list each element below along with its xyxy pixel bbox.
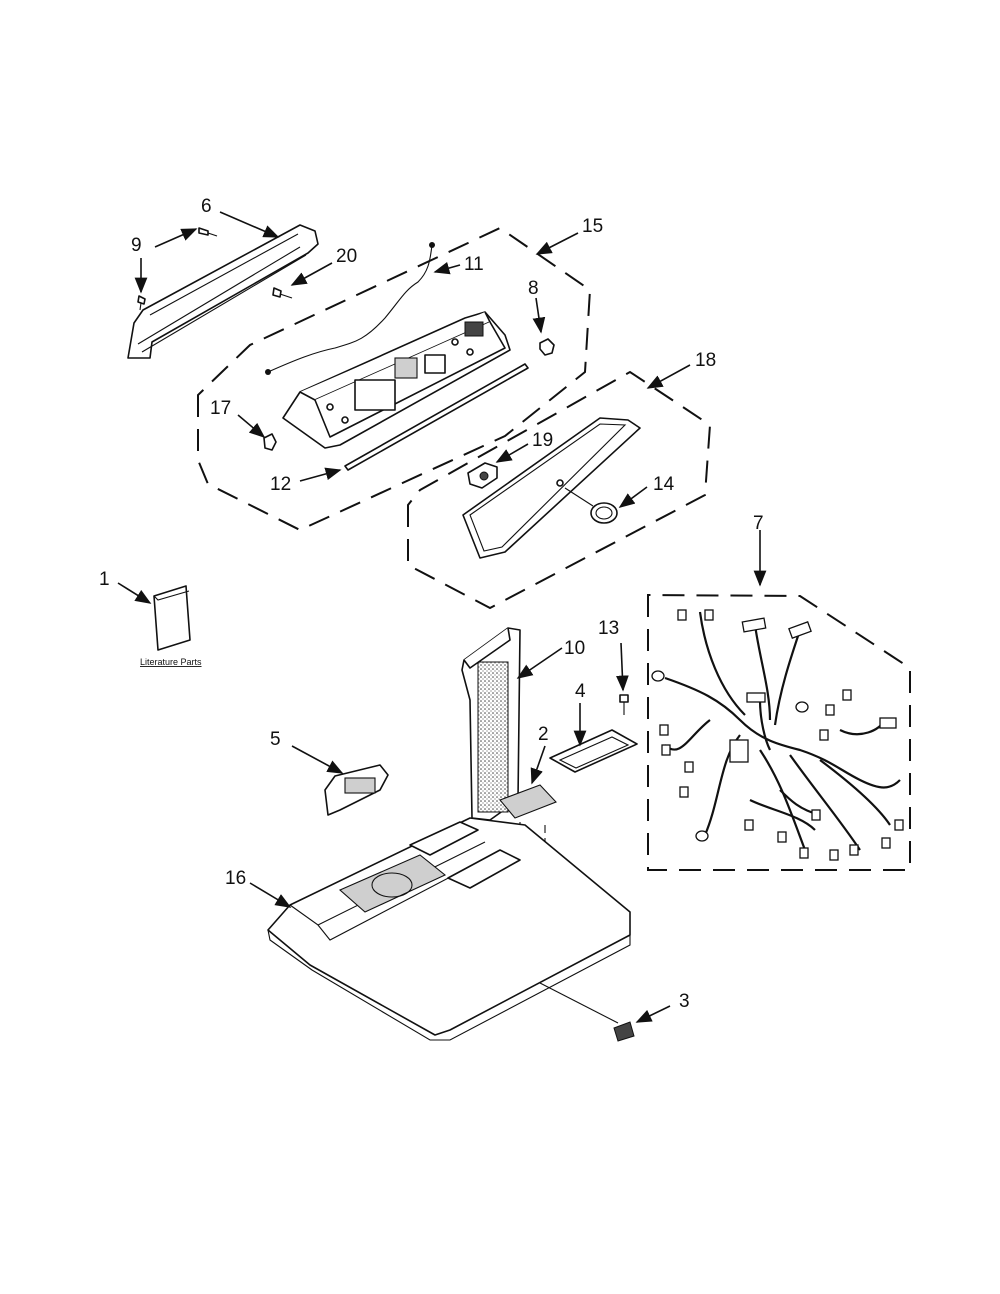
literature-parts-label: Literature Parts: [140, 657, 202, 667]
callout-5: 5: [270, 729, 281, 750]
wire-end-dot: [265, 369, 271, 375]
part-16-top: [267, 817, 631, 1041]
callout-12: 12: [270, 474, 291, 495]
callout-14: 14: [653, 474, 675, 495]
wire-end-dot: [429, 242, 435, 248]
callout-7: 7: [753, 513, 764, 534]
part-20-screw: [272, 287, 293, 299]
callout-13: 13: [598, 618, 619, 639]
part-4-bracket: [549, 729, 638, 773]
callout-19: 19: [532, 430, 553, 451]
callout-18: 18: [695, 350, 716, 371]
part-15-console: [282, 311, 511, 449]
callout-11: 11: [464, 254, 484, 275]
callout-10: 10: [564, 638, 585, 659]
callout-16: 16: [225, 868, 246, 889]
part-3-badge: [613, 1021, 635, 1042]
part-6-top-trim: [127, 224, 319, 359]
callout-17: 17: [210, 398, 231, 419]
group-7-outline: [647, 593, 911, 871]
callout-labels: 6 9 20 11 15 8 18 17 19 12 14 7 1 13 10 …: [99, 196, 764, 1012]
part-17-clip: [263, 433, 277, 451]
part-1-literature: [153, 585, 191, 651]
part-12-rod: [344, 363, 529, 471]
callout-4: 4: [575, 681, 586, 702]
group-18-outline: [407, 370, 712, 610]
part-2-gasket: [499, 784, 557, 819]
part-13-screw: [619, 694, 629, 715]
callout-8: 8: [528, 278, 539, 299]
part-11-wire: [267, 244, 433, 373]
callout-6: 6: [201, 196, 212, 217]
callout-1: 1: [99, 569, 110, 590]
callout-arrows: [117, 211, 767, 1024]
part-7-wire-harness: [651, 609, 904, 861]
part-10-filter-housing: [461, 627, 521, 821]
callout-2: 2: [538, 724, 549, 745]
callout-3: 3: [679, 991, 690, 1012]
knob-leader-line: [564, 487, 594, 507]
part-9-screw: [137, 227, 218, 311]
part-8-clip: [539, 338, 555, 356]
part-5-bracket: [324, 764, 389, 816]
callout-9: 9: [131, 235, 142, 256]
group-15-outline: [197, 226, 592, 532]
part-14-knob: [590, 502, 618, 524]
part-19-switch: [467, 462, 498, 489]
callout-15: 15: [582, 216, 603, 237]
callout-20: 20: [336, 246, 357, 267]
part-18-panel: [462, 417, 641, 559]
